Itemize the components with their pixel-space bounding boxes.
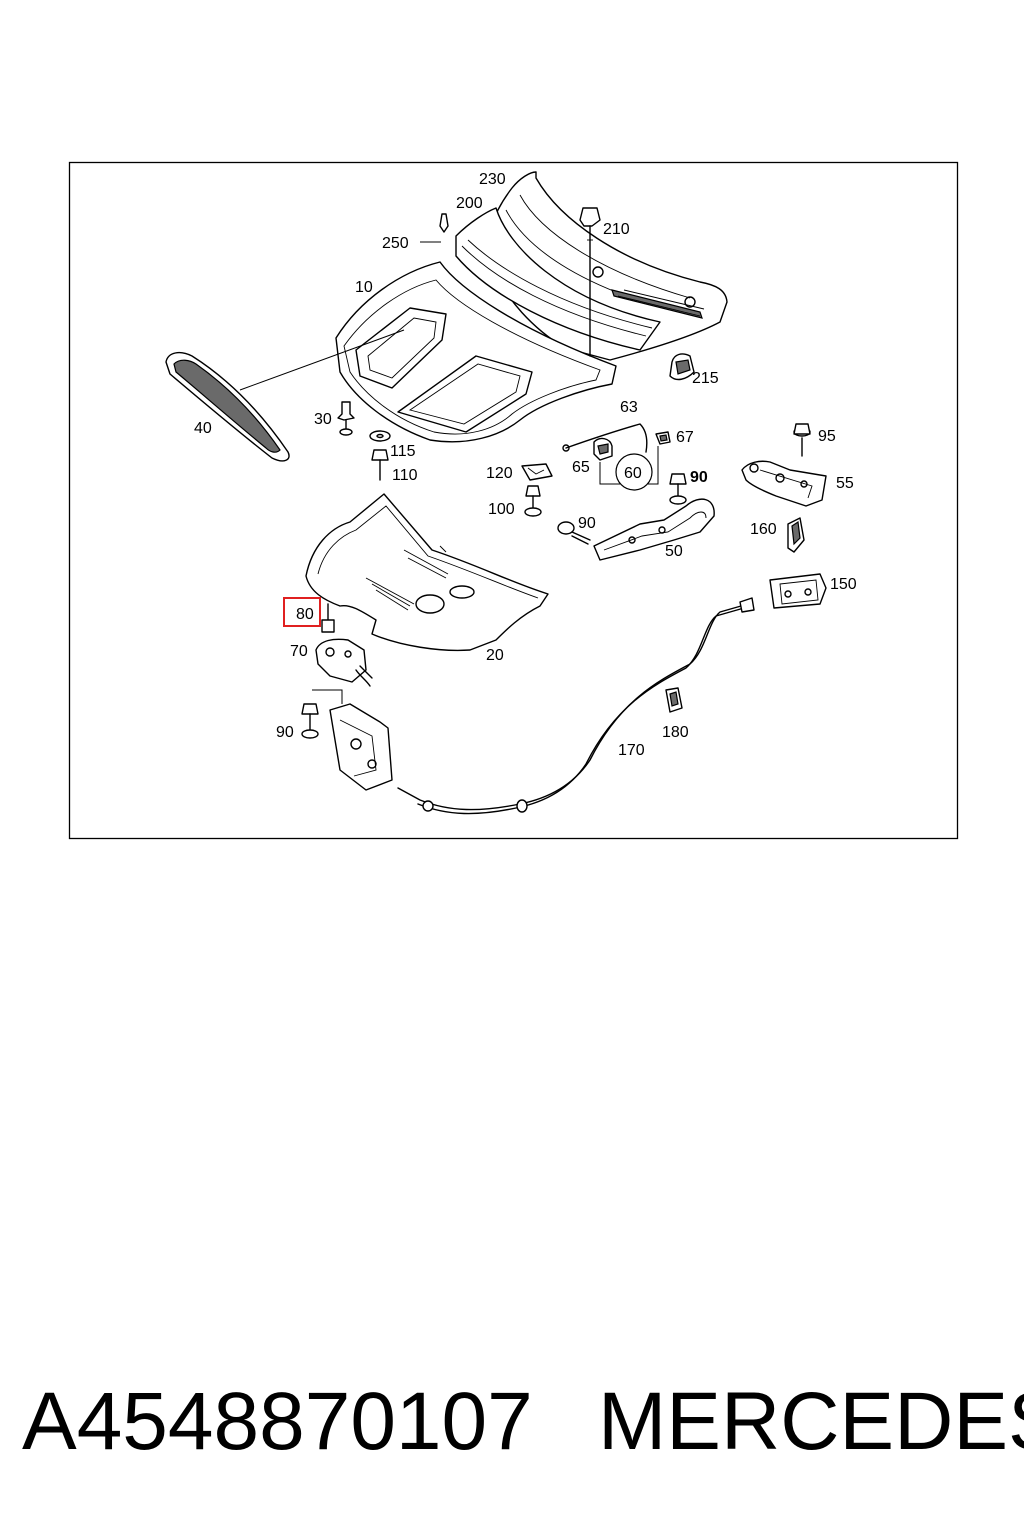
- label-230: 230: [479, 171, 506, 188]
- part-number: A4548870107: [22, 1376, 533, 1467]
- label-250: 250: [382, 235, 409, 252]
- label-30: 30: [314, 411, 332, 428]
- part-100-bolt[interactable]: [524, 485, 542, 517]
- part-55-hood-hinge[interactable]: [741, 460, 827, 507]
- part-150-release-handle[interactable]: [769, 573, 827, 609]
- part-60-group-indicator: [599, 446, 659, 491]
- part-67-clip[interactable]: [655, 431, 671, 445]
- label-215: 215: [692, 370, 719, 387]
- label-95: 95: [818, 428, 836, 445]
- part-95-bolt[interactable]: [793, 423, 811, 457]
- part-200-seal[interactable]: [455, 207, 661, 351]
- part-hood-latch[interactable]: [312, 689, 393, 791]
- label-67: 67: [676, 429, 694, 446]
- part-10-hood[interactable]: [335, 261, 617, 443]
- part-90-bolt-a[interactable]: [669, 473, 687, 505]
- part-250-clip[interactable]: [439, 213, 449, 233]
- brand-name: MERCEDES: [598, 1376, 1024, 1467]
- label-115: 115: [390, 443, 416, 460]
- label-100: 100: [488, 501, 515, 518]
- part-30-clip[interactable]: [337, 401, 355, 436]
- part-63-support-rod[interactable]: [562, 423, 648, 453]
- label-110: 110: [392, 467, 418, 484]
- leader-lines: [239, 241, 441, 391]
- part-40-vent-grille[interactable]: [165, 351, 290, 462]
- part-160-bracket[interactable]: [787, 517, 805, 553]
- part-90-bolt-c[interactable]: [301, 703, 319, 739]
- label-150: 150: [830, 576, 857, 593]
- part-80-bolt[interactable]: [321, 603, 335, 633]
- part-90-bolt-b[interactable]: [557, 521, 591, 545]
- part-180-clip[interactable]: [665, 687, 683, 713]
- part-170-release-cable[interactable]: [397, 597, 755, 815]
- highlight-box-80: [283, 597, 321, 627]
- label-80: 80: [296, 606, 314, 623]
- part-50-hinge-arm[interactable]: [593, 498, 715, 561]
- label-55: 55: [836, 475, 854, 492]
- label-40: 40: [194, 420, 212, 437]
- part-115-washer[interactable]: [369, 430, 391, 442]
- part-120-nut-plate[interactable]: [521, 463, 553, 481]
- label-10: 10: [355, 279, 373, 296]
- label-200: 200: [456, 195, 483, 212]
- part-70-hood-lock[interactable]: [315, 638, 373, 687]
- label-120: 120: [486, 465, 513, 482]
- label-20: 20: [486, 647, 504, 664]
- part-215-bump-stop[interactable]: [669, 353, 695, 381]
- label-65: 65: [572, 459, 590, 476]
- part-210-bolt[interactable]: [579, 207, 601, 357]
- diagram-frame: [68, 161, 959, 840]
- part-20-hood-insulation[interactable]: [305, 493, 549, 652]
- label-50: 50: [665, 543, 683, 560]
- part-labels: 230 200 210 250 10 215 40 30 115 110 63 …: [194, 171, 857, 759]
- label-160: 160: [750, 521, 777, 538]
- label-70: 70: [290, 643, 308, 660]
- label-170: 170: [618, 742, 645, 759]
- label-60: 60: [624, 465, 642, 482]
- label-180: 180: [662, 724, 689, 741]
- caption: A4548870107 MERCEDES: [0, 1372, 1024, 1482]
- label-90-c: 90: [276, 724, 294, 741]
- label-90-a: 90: [690, 469, 708, 486]
- part-65-rod-holder[interactable]: [593, 437, 613, 461]
- label-210: 210: [603, 221, 630, 238]
- label-90-b: 90: [578, 515, 596, 532]
- part-110-bolt[interactable]: [371, 449, 389, 481]
- label-63: 63: [620, 399, 638, 416]
